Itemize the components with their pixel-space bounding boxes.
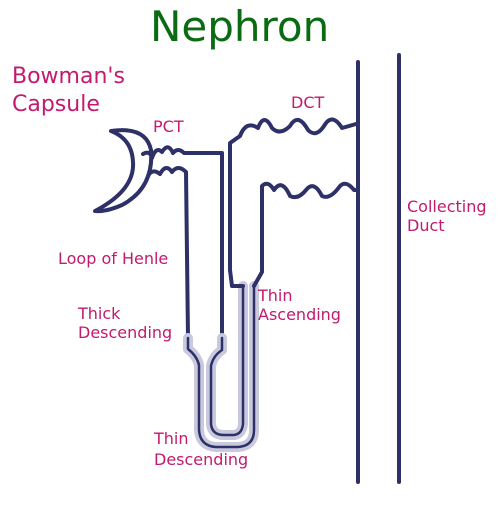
- label-bowmans-capsule-line2: Capsule: [12, 92, 100, 117]
- thin-loop: [183, 281, 259, 452]
- label-collecting-duct-line1: Collecting: [407, 197, 487, 216]
- label-loop-of-henle: Loop of Henle: [58, 249, 169, 268]
- label-thin-descending-line2: Descending: [154, 450, 249, 469]
- thick-ascending-inner: [252, 181, 358, 288]
- diagram-title: Nephron: [150, 2, 330, 51]
- label-collecting-duct-line2: Duct: [407, 216, 445, 235]
- label-bowmans-capsule-line1: Bowman's: [12, 64, 125, 89]
- label-pct: PCT: [153, 117, 184, 136]
- pct-tubule: [141, 145, 224, 340]
- label-thick-descending-line1: Thick: [78, 304, 121, 323]
- label-dct: DCT: [291, 93, 325, 112]
- label-thin-ascending-line2: Ascending: [258, 305, 341, 324]
- thick-ascending-outer: [228, 117, 358, 288]
- bowmans-capsule-shape: [93, 128, 154, 214]
- label-thin-descending-line1: Thin: [154, 429, 189, 448]
- label-thin-ascending-line1: Thin: [258, 286, 293, 305]
- label-thick-descending-line2: Descending: [78, 323, 173, 342]
- pct-inner-wall: [146, 166, 190, 340]
